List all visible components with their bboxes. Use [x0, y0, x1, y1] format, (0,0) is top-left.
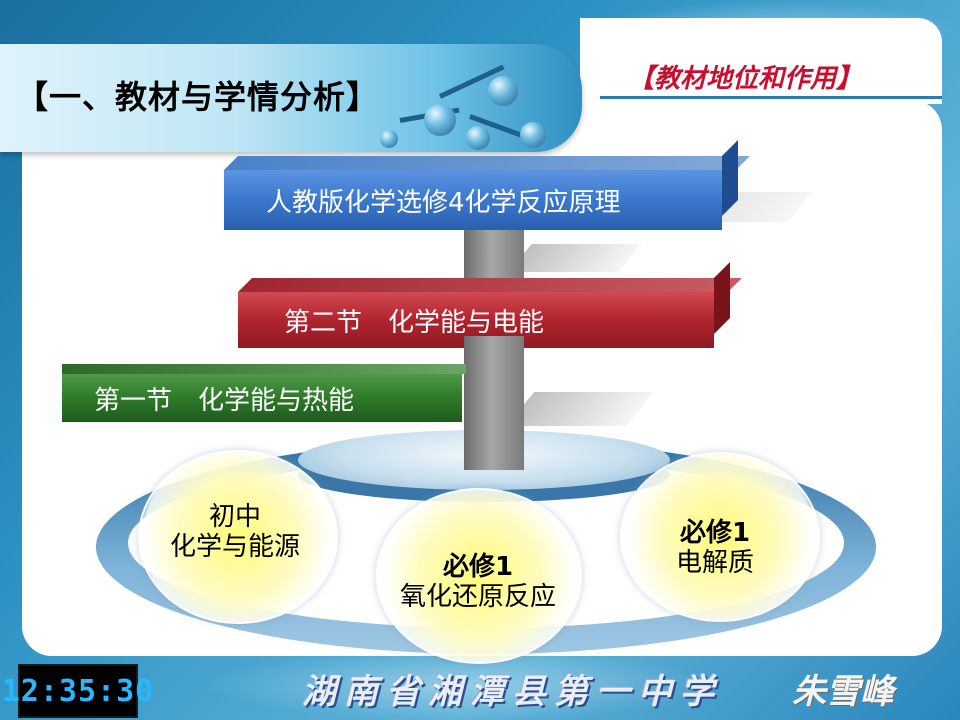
- molecule-atom-icon: [424, 104, 456, 136]
- subtitle-card: [580, 18, 942, 104]
- bubble-line: 氧化还原反应: [399, 582, 556, 612]
- bar-section-one: 第一节 化学能与热能: [62, 364, 466, 422]
- section-title: 【一、教材与学情分析】: [16, 78, 380, 116]
- bar-section-one-label: 第一节 化学能与热能: [94, 385, 355, 416]
- subtitle-divider: [600, 96, 942, 99]
- center-pillar: [464, 336, 524, 470]
- bar-textbook: 人教版化学选修4化学反应原理: [224, 140, 750, 230]
- school-name: 湖南省湘潭县第一中学: [302, 672, 722, 712]
- bar-top-face: [62, 364, 466, 374]
- bubble-redox: [376, 488, 582, 664]
- bar-top-face: [238, 278, 742, 292]
- bar-textbook-label: 人教版化学选修4化学反应原理: [266, 187, 621, 218]
- author-signature: 朱雪峰: [792, 672, 894, 712]
- bubble-line: 电解质: [675, 548, 754, 578]
- molecule-atom-icon: [466, 126, 490, 150]
- slide-subtitle: 【教材地位和作用】: [628, 64, 863, 94]
- bubble-line: 化学与能源: [169, 532, 300, 562]
- bubble-line: 初中: [208, 502, 261, 532]
- bubble-line: 必修1: [442, 552, 514, 582]
- digital-clock: 12:35:30: [2, 664, 153, 718]
- header-banner: [0, 44, 582, 152]
- bubble-junior-high: [138, 450, 338, 624]
- bubble-electrolyte-text: 必修1 电解质: [620, 518, 810, 578]
- bubble-redox-text: 必修1 氧化还原反应: [380, 552, 576, 612]
- clock-time: 12:35:30: [1, 673, 155, 709]
- bar-section-two-label: 第二节 化学能与电能: [284, 307, 545, 338]
- molecule-atom-icon: [520, 122, 546, 148]
- bubble-junior-high-text: 初中 化学与能源: [140, 502, 330, 562]
- bar-front-face: [62, 374, 462, 422]
- molecule-atom-icon: [488, 76, 518, 106]
- bar-section-two: 第二节 化学能与电能: [238, 262, 742, 348]
- bar-front-face: [224, 170, 722, 230]
- bar-top-face: [224, 156, 750, 170]
- molecule-atom-icon: [380, 130, 398, 148]
- bar-shadow: [508, 244, 642, 272]
- bubble-electrolyte: [620, 452, 820, 622]
- bubble-line: 必修1: [679, 518, 751, 548]
